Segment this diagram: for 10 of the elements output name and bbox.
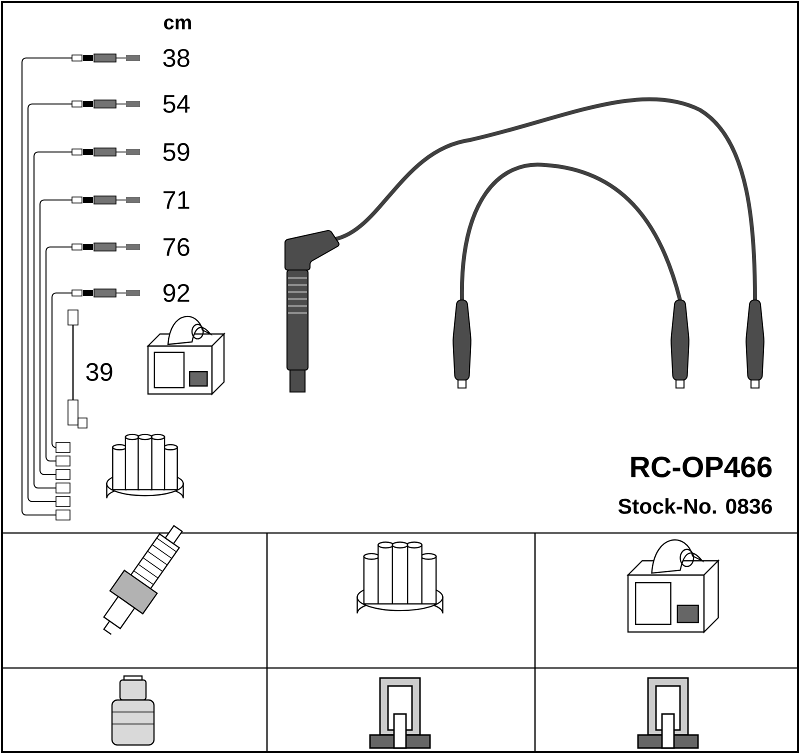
length-label: 38 (163, 49, 190, 67)
length-label: 92 (163, 284, 190, 302)
length-label: 54 (163, 95, 190, 113)
length-label: 39 (86, 363, 112, 381)
part-number: RC-OP466 (631, 456, 772, 478)
length-label: 76 (164, 238, 190, 256)
unit-label: cm (164, 18, 191, 30)
length-label: 71 (164, 191, 190, 209)
length-label: 59 (163, 143, 190, 161)
stock-number: Stock-No. 0836 (618, 498, 772, 514)
